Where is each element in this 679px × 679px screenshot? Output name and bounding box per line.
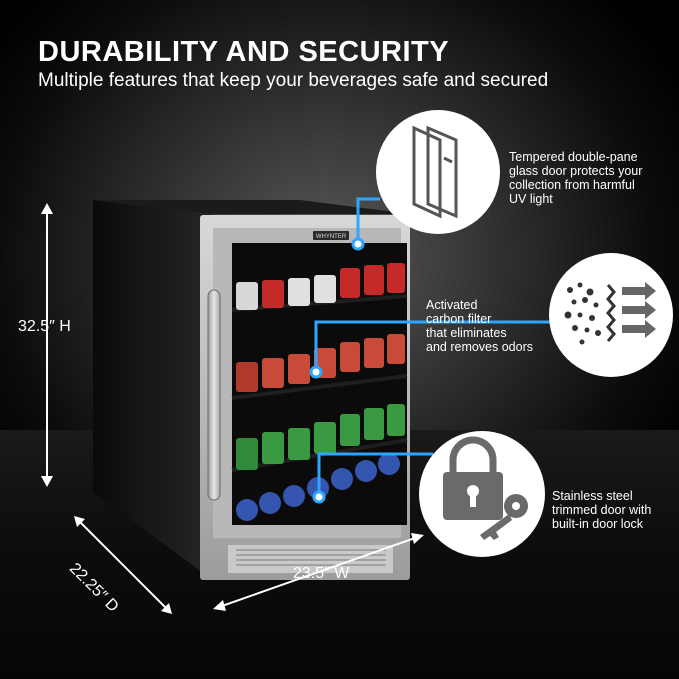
vent-grille [236, 549, 386, 566]
width-label: 23.5″ W [293, 565, 350, 582]
height-arrow [41, 203, 53, 487]
glass-text-line: UV light [509, 192, 553, 206]
height-label: 32.5″ H [18, 318, 71, 335]
glass-text-line: collection from harmful [509, 178, 635, 192]
filter-text-line: carbon filter [426, 312, 492, 326]
filter-feature-text: Activated carbon filter that eliminates … [426, 298, 533, 354]
door-handle[interactable] [207, 289, 221, 501]
brand-badge: WHYNTER [316, 234, 347, 240]
filter-feature-circle [549, 253, 673, 377]
filter-text-line: Activated [426, 298, 478, 312]
width-arrow [213, 533, 424, 611]
carbon-filter-icon [564, 282, 656, 345]
lock-text-line: Stainless steel [552, 489, 633, 503]
callout-lines [314, 197, 552, 497]
glass-pane-icon [412, 125, 458, 219]
filter-text-line: that eliminates [426, 326, 507, 340]
glass-feature-circle [376, 110, 500, 234]
cans-row-3 [236, 404, 405, 470]
cans-row-1 [236, 263, 405, 310]
lock-feature-text: Stainless steel trimmed door with built-… [552, 489, 651, 531]
lock-feature-circle [419, 431, 545, 557]
lock-text-line: trimmed door with [552, 503, 652, 517]
depth-arrow [74, 516, 172, 614]
callout-dots [309, 237, 365, 504]
glass-text-line: glass door protects your [509, 164, 643, 178]
padlock-icon [443, 436, 503, 520]
fridge-unit: WHYNTER [93, 200, 410, 580]
key-icon [480, 494, 528, 540]
glass-text-line: Tempered double-pane [509, 150, 638, 164]
lock-text-line: built-in door lock [552, 517, 644, 531]
filter-text-line: and removes odors [426, 340, 534, 354]
page-title: DURABILITY AND SECURITY [38, 36, 450, 68]
page-subtitle: Multiple features that keep your beverag… [38, 70, 549, 91]
glass-feature-text: Tempered double-pane glass door protects… [509, 150, 642, 206]
